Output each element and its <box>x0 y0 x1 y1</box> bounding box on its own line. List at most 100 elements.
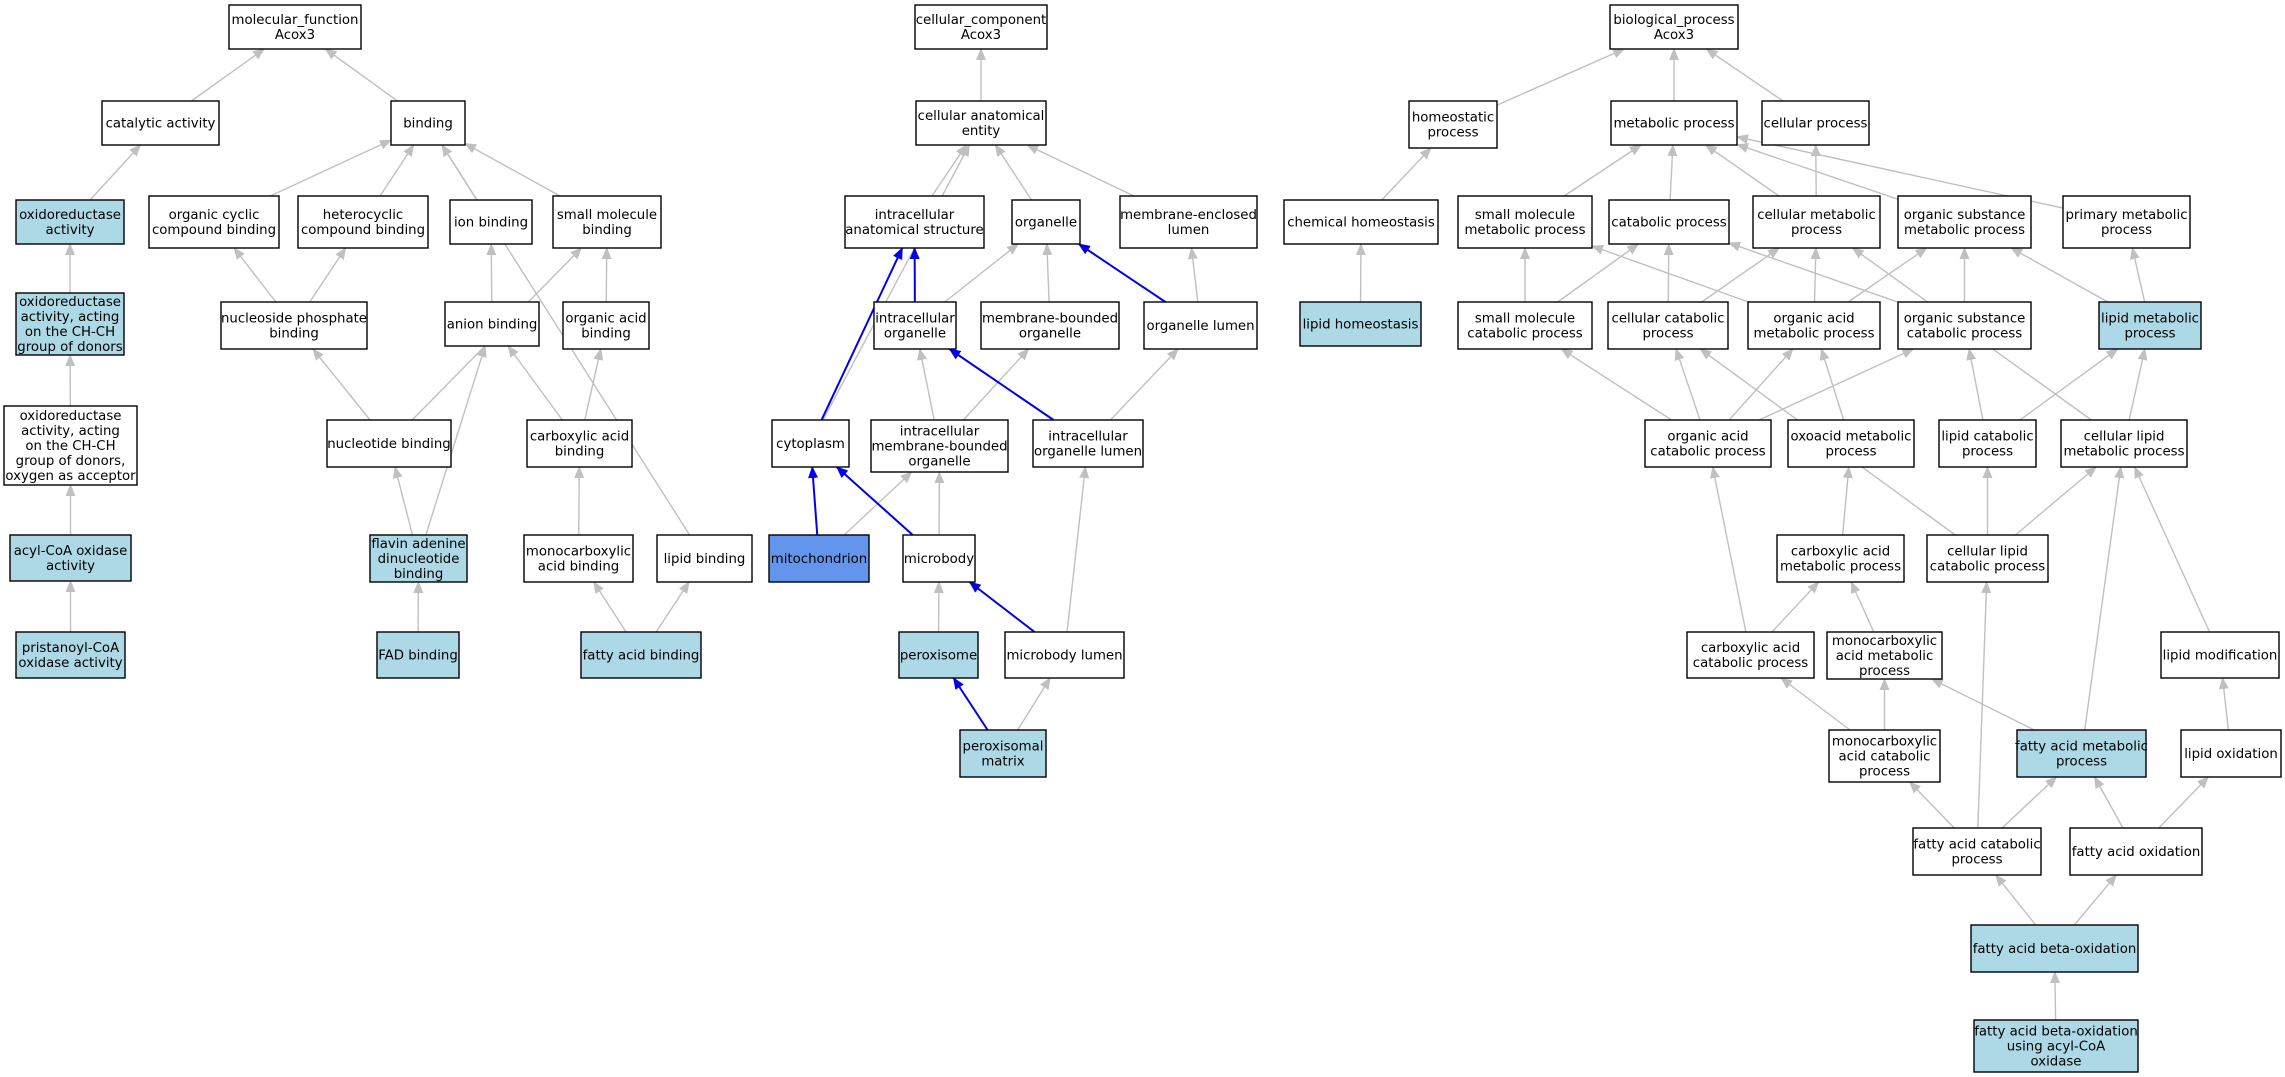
node-mitochondrion[interactable]: mitochondrion <box>768 534 870 583</box>
node-box <box>15 292 125 356</box>
edge-cell_met-to-cellular_proc <box>1810 144 1821 197</box>
node-fatty_acid_binding[interactable]: fatty acid binding <box>580 631 702 679</box>
node-microbody[interactable]: microbody <box>902 534 976 583</box>
node-cellular_proc[interactable]: cellular process <box>1761 100 1870 146</box>
node-lipid_mod[interactable]: lipid modification <box>2160 631 2280 679</box>
edge-fatty_acid_binding-to-lipid_binding <box>655 581 690 633</box>
node-fa_ox[interactable]: fatty acid oxidation <box>2069 827 2203 876</box>
edge-lipid_ox-to-lipid_mod <box>2218 677 2230 731</box>
node-anion_binding[interactable]: anion binding <box>444 301 540 347</box>
node-box <box>1032 419 1144 468</box>
node-cytoplasm[interactable]: cytoplasm <box>771 419 850 468</box>
node-box <box>1608 199 1730 245</box>
edge-intra_org_lumen-to-organelle_lumen <box>1109 348 1179 421</box>
edge-intra_anat-to-cae <box>931 144 967 197</box>
node-nucleotide_binding[interactable]: nucleotide binding <box>326 419 452 468</box>
node-lipid_ox[interactable]: lipid oxidation <box>2180 729 2282 778</box>
node-fad_binding[interactable]: FAD binding <box>376 631 460 679</box>
node-lipid_binding[interactable]: lipid binding <box>656 534 753 583</box>
edge-lipid_cat-to-lipid_met <box>2019 348 2119 421</box>
node-fa_beta[interactable]: fatty acid beta-oxidation <box>1970 924 2139 973</box>
node-box <box>580 631 702 679</box>
node-microbody_lumen[interactable]: microbody lumen <box>1004 631 1125 679</box>
edge-lipid_met-to-primary_met <box>2129 247 2146 303</box>
node-organelle_lumen[interactable]: organelle lumen <box>1143 301 1258 350</box>
node-label: mitochondrion <box>771 552 867 567</box>
node-catabolic[interactable]: catabolic process <box>1608 199 1730 245</box>
edge-lipid_mod-to-cell_lipid_met <box>2134 466 2211 633</box>
node-ion_binding[interactable]: ion binding <box>449 199 533 245</box>
node-box <box>523 534 634 583</box>
node-label: cytoplasm <box>776 437 845 452</box>
edge-cytoplasm-to-intra_anat <box>820 247 904 421</box>
edge-small_mol_met-to-metabolic <box>1563 144 1642 197</box>
node-peroxisome[interactable]: peroxisome <box>898 631 979 679</box>
node-binding[interactable]: binding <box>390 100 466 146</box>
node-label: microbody lumen <box>1006 649 1122 664</box>
node-lipid_homeo[interactable]: lipid homeostasis <box>1299 301 1422 347</box>
edge-small_mol_binding-to-binding <box>464 142 561 197</box>
edge-mitochondrion-to-cytoplasm <box>808 466 819 536</box>
edge-chem_homeo-to-homeostatic <box>1381 147 1432 201</box>
node-chem_homeo[interactable]: chemical homeostasis <box>1283 199 1439 245</box>
node-catalytic[interactable]: catalytic activity <box>101 100 220 146</box>
node-box <box>1609 4 1739 50</box>
node-box <box>444 301 540 347</box>
node-organelle[interactable]: organelle <box>1011 199 1081 245</box>
node-metabolic[interactable]: metabolic process <box>1610 100 1738 146</box>
edge-oxred-to-catalytic <box>89 144 142 201</box>
